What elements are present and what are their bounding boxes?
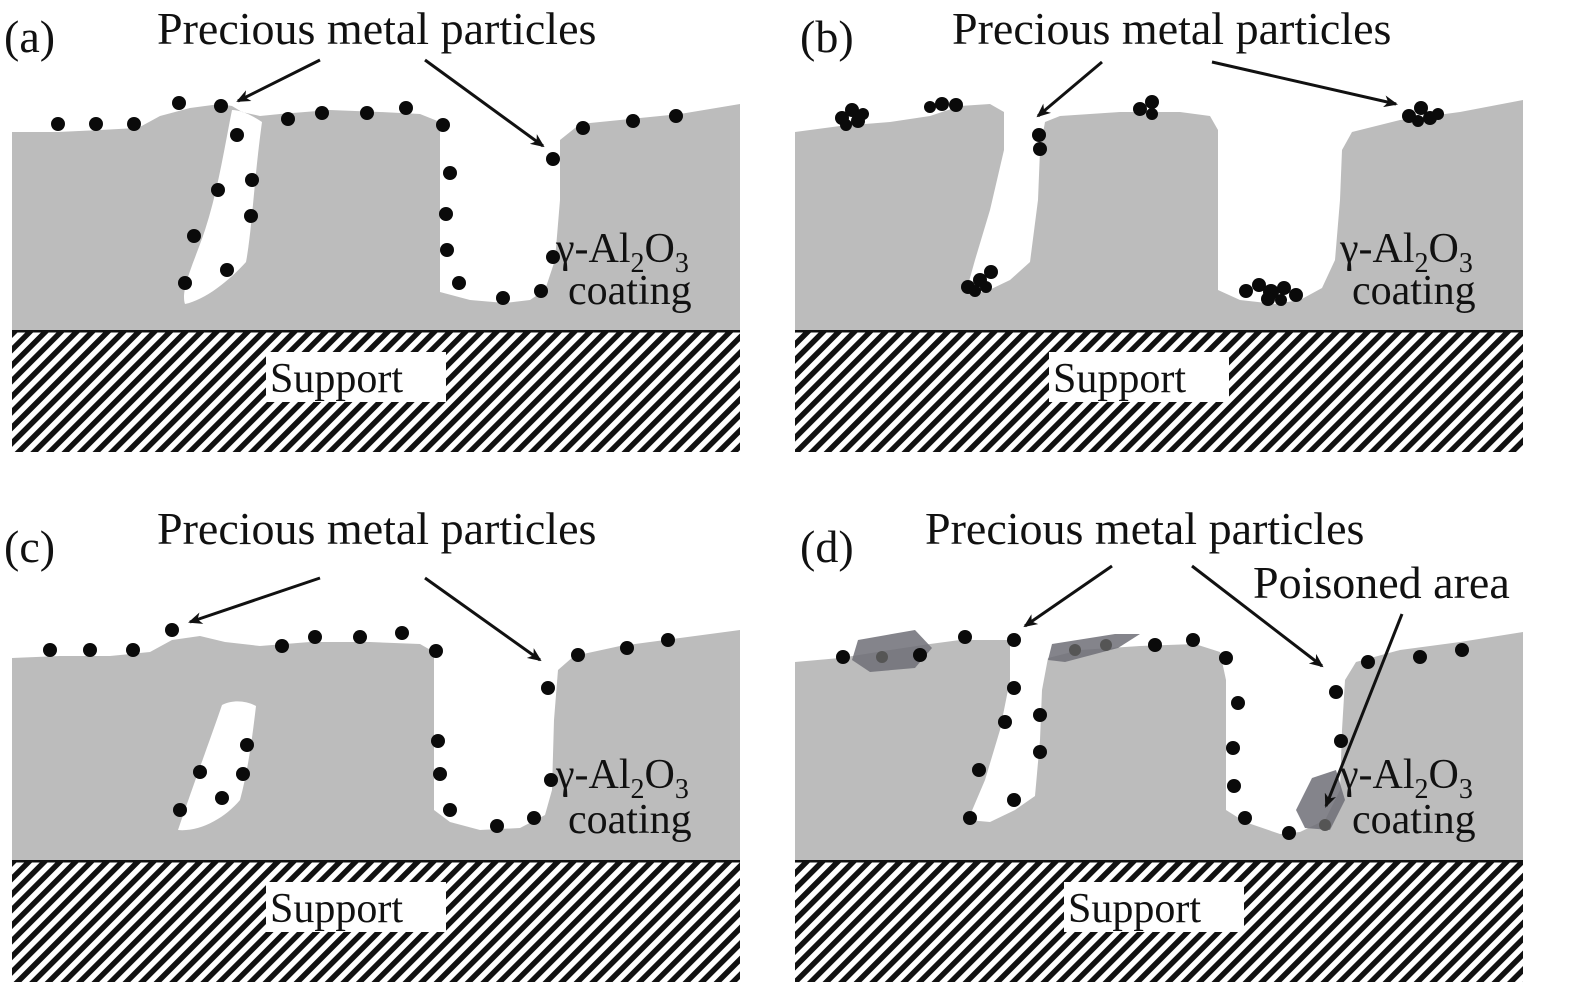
- poisoned-area-label: Poisoned area: [1253, 557, 1510, 608]
- coating-label: γ-Al2O3: [1339, 752, 1473, 805]
- particle-group: [43, 623, 675, 833]
- panel-letter: (d): [800, 521, 854, 572]
- subscript: 2: [1415, 248, 1429, 279]
- panel-d: (d) Precious metal particles Poisoned ar…: [795, 503, 1523, 982]
- callout-arrow: [188, 576, 321, 624]
- callout-arrow: [424, 58, 545, 148]
- particle-cluster: [1402, 101, 1444, 127]
- support-label-bg: [266, 882, 446, 932]
- subscript: 2: [1415, 774, 1429, 805]
- callout-arrow: [1036, 60, 1103, 118]
- coating-layer: [12, 630, 740, 860]
- panel-letter: (b): [800, 11, 854, 62]
- panel-letter: (a): [4, 11, 55, 62]
- particle-cluster: [1239, 278, 1303, 306]
- particle-cluster: [1032, 128, 1047, 156]
- support-label-bg: [1049, 352, 1229, 402]
- particle-cluster: [1133, 95, 1159, 120]
- support-label-bg: [266, 352, 446, 402]
- panel-c: (c) Precious metal particles γ-Al2O3 coa…: [4, 503, 740, 982]
- subscript: 3: [675, 774, 689, 805]
- coating-layer: [12, 104, 740, 330]
- subscript: 3: [675, 248, 689, 279]
- callout-label: Precious metal particles: [157, 3, 596, 54]
- panel-a: (a) Precious metal particles γ-Al2O3 coa…: [4, 3, 740, 452]
- support-label: Support: [1053, 356, 1186, 402]
- coating-label-line2: coating: [1352, 797, 1476, 843]
- callout-arrow: [1191, 564, 1324, 668]
- support-label: Support: [270, 356, 403, 402]
- panel-letter: (c): [4, 521, 55, 572]
- particle-cluster: [961, 265, 998, 297]
- subscript: 3: [1459, 248, 1473, 279]
- subscript: 2: [631, 248, 645, 279]
- subscript: 3: [1459, 774, 1473, 805]
- coating-layer: [795, 100, 1523, 330]
- support-label: Support: [1068, 886, 1201, 932]
- panel-b: (b) Precious metal particles γ-Al2O3 coa…: [795, 3, 1523, 452]
- coating-label-line2: coating: [568, 268, 692, 314]
- coating-label-line2: coating: [1352, 268, 1476, 314]
- support-label: Support: [270, 886, 403, 932]
- callout-arrow: [236, 58, 321, 103]
- coating-label: γ-Al2O3: [555, 226, 689, 279]
- particle-cluster: [924, 97, 963, 113]
- callout-arrow: [1023, 564, 1113, 628]
- callout-label: Precious metal particles: [952, 3, 1391, 54]
- particle-group: [836, 630, 1469, 840]
- particle-cluster: [835, 103, 869, 131]
- poisoned-area-arrow: [1324, 613, 1404, 808]
- coating-label-line2: coating: [568, 797, 692, 843]
- callout-arrow: [1211, 60, 1398, 108]
- callout-label: Precious metal particles: [925, 503, 1364, 554]
- support-label-bg: [1064, 882, 1244, 932]
- callout-label: Precious metal particles: [157, 503, 596, 554]
- subscript: 2: [631, 774, 645, 805]
- coating-label: γ-Al2O3: [1339, 226, 1473, 279]
- callout-arrow: [424, 576, 542, 662]
- coating-label: γ-Al2O3: [555, 752, 689, 805]
- particle-group: [51, 96, 683, 305]
